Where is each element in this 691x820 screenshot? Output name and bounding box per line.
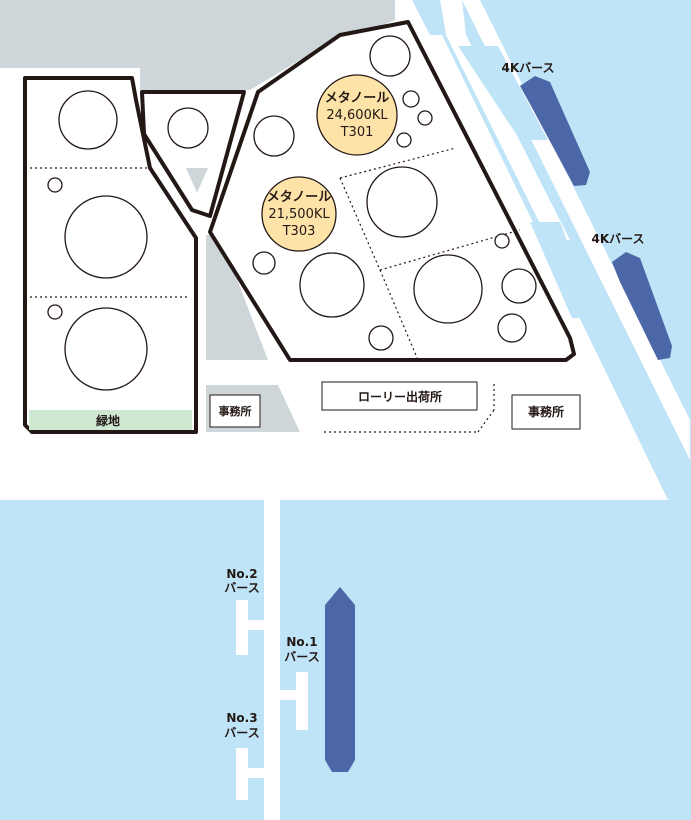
tank: [413, 254, 483, 324]
tank: [47, 304, 63, 320]
tank-t301-capacity: 24,600KL: [326, 108, 388, 123]
ship-4k-bottom: [612, 252, 672, 360]
office-left-box: [209, 394, 261, 428]
office-right: 事務所: [511, 394, 581, 430]
quay-slot-4: [586, 330, 660, 420]
tank: [167, 107, 209, 149]
berth-no3-label-line2: バース: [224, 726, 259, 740]
lorry-station-box: [321, 381, 478, 411]
pier-no1-head: [296, 672, 308, 730]
tank: [64, 307, 148, 391]
tank-yard-middle: [140, 90, 246, 218]
tank-t303[interactable]: メタノール 21,500KL T303: [261, 176, 337, 252]
berth-no2-label-line1: No.2: [226, 567, 257, 581]
office-right-label: 事務所: [528, 404, 564, 419]
green-strip: [29, 410, 192, 430]
lorry-station: ローリー出荷所: [321, 381, 478, 411]
tank: [299, 252, 365, 318]
office-left: 事務所: [209, 394, 261, 428]
tank: [252, 251, 276, 275]
berth-4k-top-label: 4Kバース: [501, 61, 554, 75]
tank: [64, 195, 148, 279]
office-right-box: [511, 394, 581, 430]
tank: [368, 325, 394, 351]
quay-slot-3: [530, 222, 596, 318]
tank-t301-id: T301: [340, 125, 374, 140]
pier-no1-arm: [280, 690, 300, 700]
tank: [58, 90, 118, 150]
lorry-station-label: ローリー出荷所: [358, 389, 442, 404]
pier-no2-arm: [248, 620, 268, 630]
tank-t303-id: T303: [282, 224, 316, 239]
berth-no3-label-line1: No.3: [226, 711, 257, 725]
quay-strip-2: [446, 35, 570, 240]
tank: [47, 177, 63, 193]
quay-strip-1: [440, 0, 466, 35]
tank: [494, 233, 510, 249]
tank: [253, 115, 295, 157]
tank: [396, 132, 412, 148]
tank-t303-circle: [261, 176, 337, 252]
pier-main: [264, 500, 280, 820]
tank: [366, 166, 438, 238]
berth-no1-label-line2: バース: [284, 650, 319, 664]
tank-t301-circle: [316, 74, 398, 156]
tank: [501, 268, 537, 304]
berth-4k-bottom-label: 4Kバース: [591, 232, 644, 246]
pier-no3-head: [236, 748, 248, 800]
tank: [402, 90, 420, 108]
tank: [497, 313, 527, 343]
gray-strip-center: [206, 235, 268, 360]
pier-no2-head: [236, 600, 248, 655]
tank: [369, 35, 411, 77]
tank-t301[interactable]: メタノール 24,600KL T301: [316, 74, 398, 156]
office-left-label: 事務所: [219, 404, 252, 418]
green-area-label: 緑地: [96, 413, 120, 428]
ship-4k-top: [520, 76, 590, 186]
berth-no2-label-line2: バース: [224, 581, 259, 595]
berth-no1-label-line1: No.1: [286, 635, 317, 649]
tank-t303-product: メタノール: [267, 190, 332, 205]
quay-slot-2: [458, 46, 548, 140]
gray-area-north: [0, 0, 395, 90]
tank: [417, 110, 433, 126]
pier-no3-arm: [248, 768, 268, 778]
tank-t303-capacity: 21,500KL: [268, 207, 330, 222]
quay-slot-1: [412, 0, 446, 35]
tank-t301-product: メタノール: [325, 91, 390, 106]
ship-no1: [325, 587, 355, 772]
gray-triangle: [186, 168, 208, 193]
tanks: [47, 35, 537, 391]
